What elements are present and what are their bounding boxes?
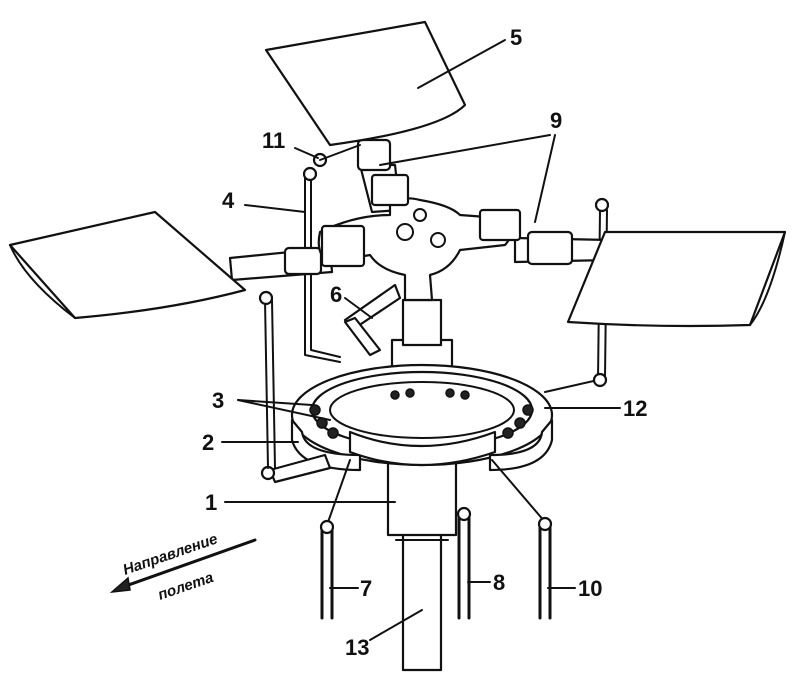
label-13: 13 <box>345 635 369 660</box>
label-2: 2 <box>202 430 214 455</box>
label-8: 8 <box>493 570 505 595</box>
swashplate <box>290 363 554 472</box>
arrow-head-icon <box>109 576 131 594</box>
callout-labels: 5 9 11 4 6 3 2 12 1 7 8 10 13 <box>202 25 647 660</box>
label-4: 4 <box>222 188 235 213</box>
swash-arm-left <box>268 453 332 484</box>
flight-direction-indicator: Направление полета <box>109 530 257 604</box>
bearing-balls <box>309 388 534 439</box>
direction-label-2: полета <box>156 569 216 604</box>
label-9: 9 <box>550 108 562 133</box>
scissor-link <box>343 283 402 357</box>
label-11: 11 <box>262 128 285 153</box>
blade-right <box>566 230 787 328</box>
blade-top <box>264 20 467 147</box>
label-10: 10 <box>578 576 602 601</box>
label-5: 5 <box>510 25 522 50</box>
label-7: 7 <box>360 576 372 601</box>
label-12: 12 <box>623 396 647 421</box>
label-1: 1 <box>205 490 217 515</box>
control-rods <box>319 459 553 620</box>
leader-lines <box>221 39 621 641</box>
blade-left <box>8 210 247 320</box>
rotor-hub <box>317 173 522 302</box>
label-3: 3 <box>212 388 224 413</box>
label-6: 6 <box>330 282 342 307</box>
main-shaft <box>386 298 458 672</box>
